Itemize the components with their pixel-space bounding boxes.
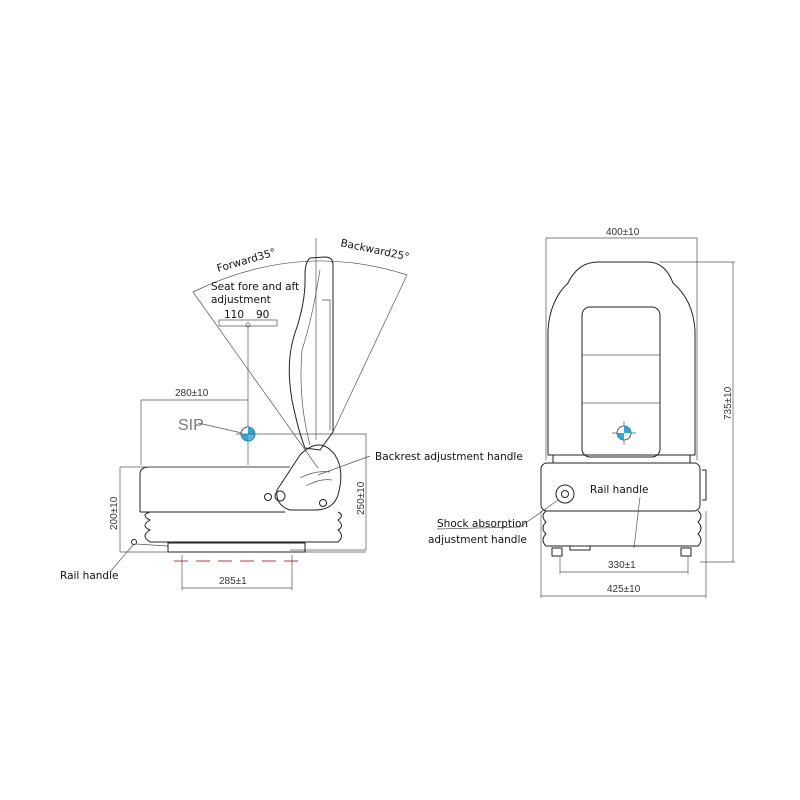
base-plate <box>167 542 306 553</box>
backrest-handle-label: Backrest adjustment handle <box>375 451 523 463</box>
rail-handle-knob <box>131 539 137 545</box>
fore-aft-pivot <box>245 322 251 328</box>
side-lever <box>702 469 707 501</box>
backrest-front <box>547 261 696 456</box>
pivot-bolt <box>319 499 327 507</box>
seat-cushion-side <box>139 466 290 513</box>
sip-horizontal-value: 280±10 <box>175 388 209 399</box>
fore-travel-value: 110 <box>224 309 244 321</box>
rail-spacing-dimension <box>181 555 293 590</box>
backrest-panel <box>581 306 661 458</box>
backrest-posts <box>552 455 691 463</box>
backrest-side <box>288 256 334 451</box>
rail-handle-leader-front <box>633 496 641 549</box>
rail-handle-label: Rail handle <box>60 570 118 582</box>
backrest-width-value: 400±10 <box>606 227 640 238</box>
backrest-contour <box>300 269 331 446</box>
suspension-bellows <box>144 511 342 543</box>
sip-leader <box>197 422 243 434</box>
rail-feet <box>551 545 692 557</box>
recline-mechanism <box>276 444 342 511</box>
shock-handle-label-line2: adjustment handle <box>428 534 527 546</box>
sip-marker-icon <box>612 421 636 445</box>
front-view: 400±10 735±10 Shock absorption adjustmen… <box>428 227 735 598</box>
sip-height-dimension <box>236 433 367 551</box>
base-width-value: 425±10 <box>607 584 641 595</box>
shock-adjustment-knob-icon <box>555 484 575 504</box>
backrest-panel-dividers <box>582 354 660 404</box>
backrest-handle-leader <box>317 455 371 476</box>
fore-aft-bracket <box>218 319 278 465</box>
aft-travel-value: 90 <box>256 309 269 321</box>
sip-label: SIP <box>178 417 204 434</box>
overall-height-value: 735±10 <box>723 386 734 420</box>
shock-handle-leader <box>436 499 559 530</box>
base-width-dimension <box>540 511 707 598</box>
rail-handle-leader <box>109 543 169 573</box>
pivot-bolt <box>274 490 286 502</box>
backrest-width-dimension <box>545 237 698 460</box>
shock-handle-label-line1: Shock absorption <box>437 518 528 530</box>
seat-base-front <box>540 462 701 512</box>
forward-angle-label: Forward35° <box>216 247 278 275</box>
suspension-bellows-front <box>542 510 702 547</box>
rail-spacing-dimension-front <box>559 556 689 574</box>
backrest-lever <box>299 471 333 487</box>
rail-spacing-value-front: 330±1 <box>608 560 636 571</box>
fore-aft-label-line1: Seat fore and aft <box>211 281 299 293</box>
seat-height-value: 200±10 <box>109 496 120 530</box>
pivot-bolt <box>264 493 272 501</box>
recline-sector <box>192 238 408 469</box>
sip-horizontal-dimension <box>140 399 248 465</box>
sip-height-value: 250±10 <box>356 481 367 515</box>
rail-handle-label-front: Rail handle <box>590 484 648 496</box>
backward-angle-label: Backward25° <box>339 237 410 263</box>
rail-spacing-value: 285±1 <box>219 576 247 587</box>
fore-aft-label-line2: adjustment <box>211 294 271 306</box>
